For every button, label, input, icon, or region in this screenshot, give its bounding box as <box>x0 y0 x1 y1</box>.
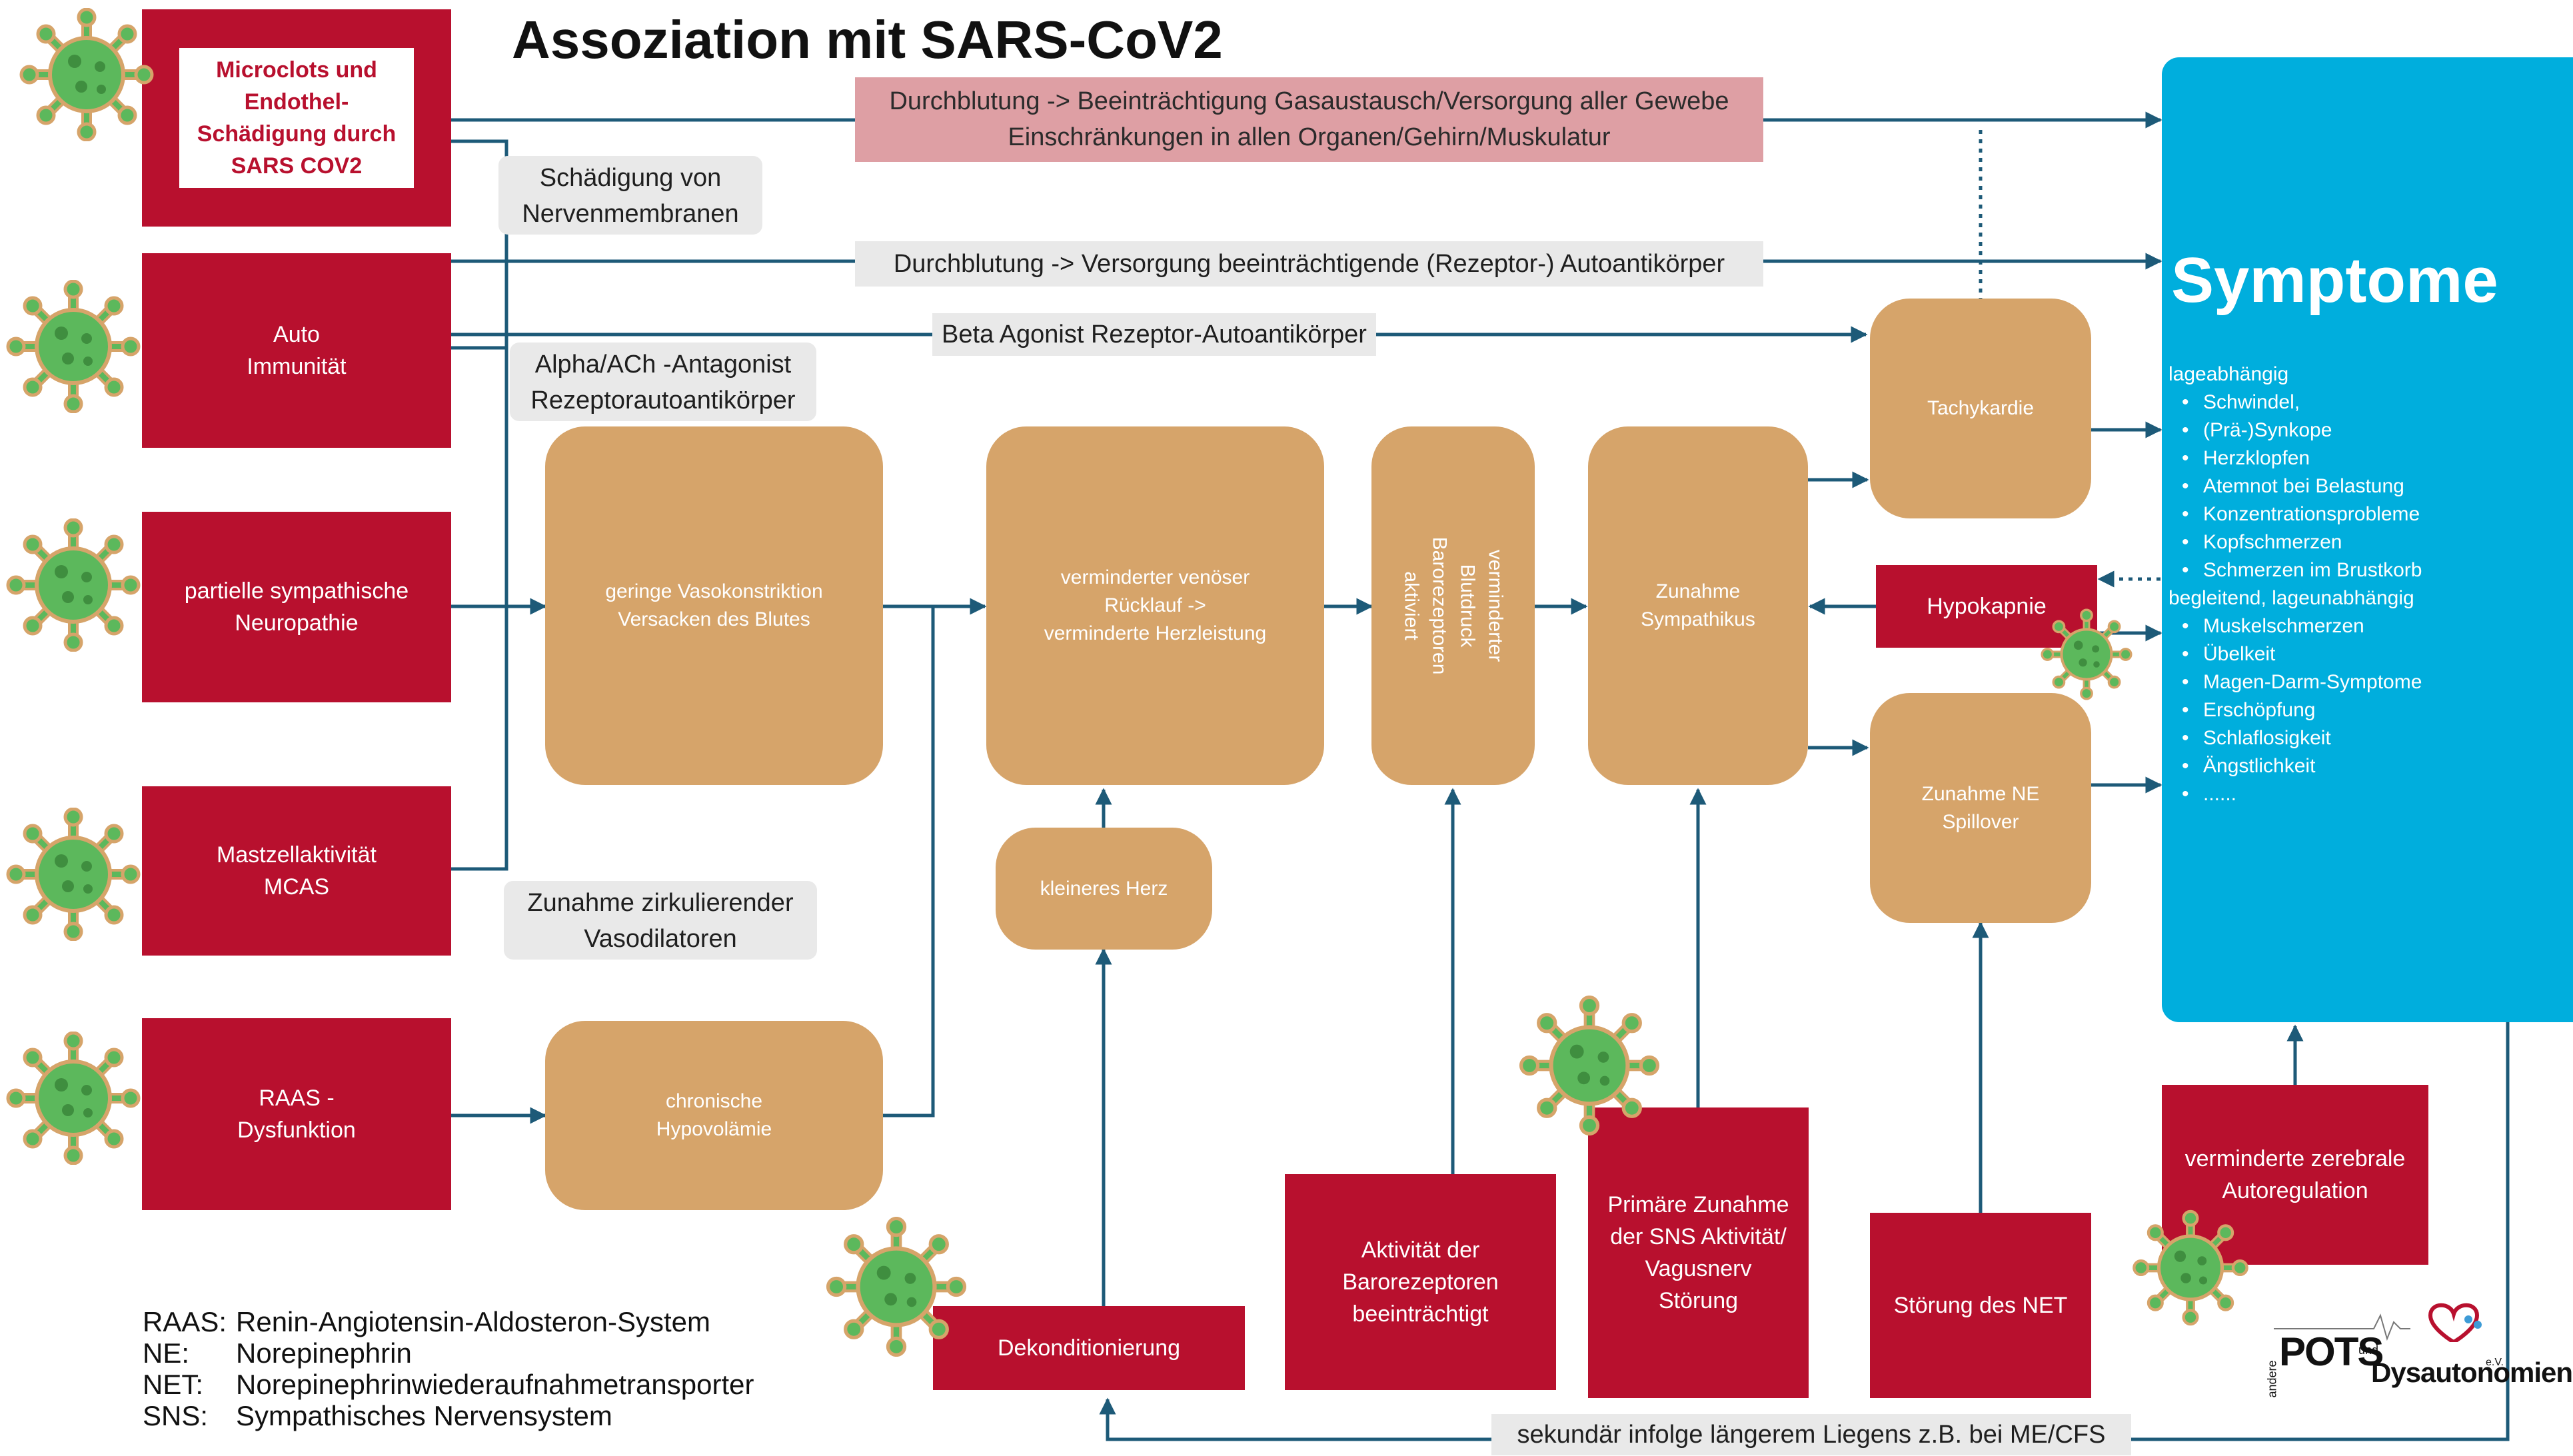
page-title: Assoziation mit SARS-CoV2 <box>512 10 1223 69</box>
note-vasodilatoren: Zunahme zirkulierender Vasodilatoren <box>504 881 817 960</box>
symptom-item: Übelkeit <box>2168 640 2422 668</box>
legend-value: Sympathisches Nervensystem <box>236 1400 612 1431</box>
legend-value: Norepinephrinwiederaufnahmetransporter <box>236 1369 754 1400</box>
cause-microclots: Microclots und Endothel- Schädigung durc… <box>142 9 451 227</box>
note-alpha: Alpha/ACh -Antagonist Rezeptorautoantikö… <box>510 343 816 421</box>
virus-icon <box>0 280 147 413</box>
symptom-item: Schmerzen im Brustkorb <box>2168 556 2422 584</box>
mech-vasokonstriktion: geringe Vasokonstriktion Versacken des B… <box>545 426 883 785</box>
mech-venoes: verminderter venöser Rücklauf -> vermind… <box>986 426 1324 785</box>
legend-row: RAAS: Renin-Angiotensin-Aldosteron-System <box>143 1306 754 1337</box>
sec-hypokapnie: Hypokapnie <box>1876 565 2097 648</box>
pots-logo: POTS und andere Dysautonomien e.V. <box>2266 1302 2573 1398</box>
symptom-item: Erschöpfung <box>2168 696 2422 724</box>
virus-icon <box>820 1217 973 1357</box>
note-nervenmembranen: Schädigung von Nervenmembranen <box>498 156 762 235</box>
cause-microclots-label: Microclots und Endothel- Schädigung durc… <box>179 48 414 188</box>
virus-icon <box>13 8 160 141</box>
abbreviation-legend: RAAS: Renin-Angiotensin-Aldosteron-System… <box>143 1306 754 1431</box>
symptom-item: Schlaflosigkeit <box>2168 724 2422 752</box>
logo-pots: POTS <box>2279 1329 2384 1374</box>
sec-net: Störung des NET <box>1870 1213 2091 1398</box>
sec-sns: Primäre Zunahme der SNS Aktivität/ Vagus… <box>1588 1107 1809 1398</box>
banner-beta-agonist: Beta Agonist Rezeptor-Autoantikörper <box>932 313 1376 356</box>
sec-barorezeptoren: Aktivität der Barorezeptoren beeinträcht… <box>1285 1174 1556 1390</box>
symptom-item: Herzklopfen <box>2168 444 2422 472</box>
sec-dekonditionierung: Dekonditionierung <box>933 1306 1245 1390</box>
legend-row: NET: Norepinephrinwiederaufnahmetransport… <box>143 1369 754 1400</box>
symptoms-group-lageabhaengig: lageabhängig <box>2168 363 2289 385</box>
cause-neuropathy: partielle sympathische Neuropathie <box>142 512 451 702</box>
banner-liegen: sekundär infolge längerem Liegens z.B. b… <box>1491 1414 2131 1455</box>
legend-row: SNS: Sympathisches Nervensystem <box>143 1400 754 1431</box>
symptom-item: ...... <box>2168 780 2422 808</box>
heart-ecg-icon <box>2274 1303 2482 1342</box>
banner-durchblutung-gewebe: Durchblutung -> Beeinträchtigung Gasaust… <box>855 77 1763 162</box>
logo-andere: andere <box>2265 1360 2279 1398</box>
legend-key: RAAS: <box>143 1306 227 1337</box>
cause-autoimmunity: Auto Immunität <box>142 253 451 448</box>
legend-value: Norepinephrin <box>236 1337 412 1369</box>
symptom-item: (Prä-)Synkope <box>2168 416 2422 444</box>
mech-sympathikus: Zunahme Sympathikus <box>1588 426 1808 785</box>
virus-icon <box>0 1032 147 1165</box>
legend-value: Renin-Angiotensin-Aldosteron-System <box>236 1306 711 1337</box>
symptom-item: Ängstlichkeit <box>2168 752 2422 780</box>
cause-mcas: Mastzellaktivität MCAS <box>142 786 451 956</box>
mech-tachykardie: Tachykardie <box>1870 299 2091 518</box>
mech-blutdruck: verminderter Blutdruck Barorezeptoren ak… <box>1371 426 1535 785</box>
virus-icon <box>0 518 147 652</box>
symptoms-group-begleitend: begleitend, lageunabhängig <box>2168 587 2414 609</box>
symptoms-title: Symptome <box>2171 245 2498 316</box>
legend-key: NET: <box>143 1369 204 1400</box>
legend-key: SNS: <box>143 1400 209 1431</box>
legend-row: NE: Norepinephrin <box>143 1337 754 1369</box>
mech-blutdruck-label: verminderter Blutdruck Barorezeptoren ak… <box>1400 536 1507 675</box>
logo-dysautonomien: Dysautonomien <box>2371 1357 2573 1388</box>
legend-key: NE: <box>143 1337 190 1369</box>
virus-icon <box>2037 608 2137 701</box>
virus-icon <box>2127 1209 2254 1326</box>
symptom-item: Magen-Darm-Symptome <box>2168 668 2422 696</box>
mech-herz: kleineres Herz <box>996 828 1212 950</box>
banner-durchblutung-rezeptor: Durchblutung -> Versorgung beeinträchtig… <box>855 241 1763 287</box>
symptom-item: Atemnot bei Belastung <box>2168 472 2422 500</box>
cause-raas: RAAS - Dysfunktion <box>142 1018 451 1210</box>
logo-ev: e.V. <box>2486 1357 2504 1368</box>
mech-ne-spillover: Zunahme NE Spillover <box>1870 693 2091 923</box>
symptoms-list: lageabhängig Schwindel, (Prä-)Synkope He… <box>2168 361 2422 808</box>
logo-und: und <box>2358 1343 2379 1357</box>
symptom-item: Konzentrationsprobleme <box>2168 500 2422 528</box>
symptom-item: Muskelschmerzen <box>2168 612 2422 640</box>
sec-zerebral: verminderte zerebrale Autoregulation <box>2162 1085 2428 1265</box>
symptoms-panel: Symptome lageabhängig Schwindel, (Prä-)S… <box>2162 57 2573 1022</box>
virus-icon <box>0 808 147 941</box>
virus-icon <box>1513 996 1666 1135</box>
symptom-item: Schwindel, <box>2168 388 2422 416</box>
mech-hypovolaemie: chronische Hypovolämie <box>545 1021 883 1210</box>
symptom-item: Kopfschmerzen <box>2168 528 2422 556</box>
